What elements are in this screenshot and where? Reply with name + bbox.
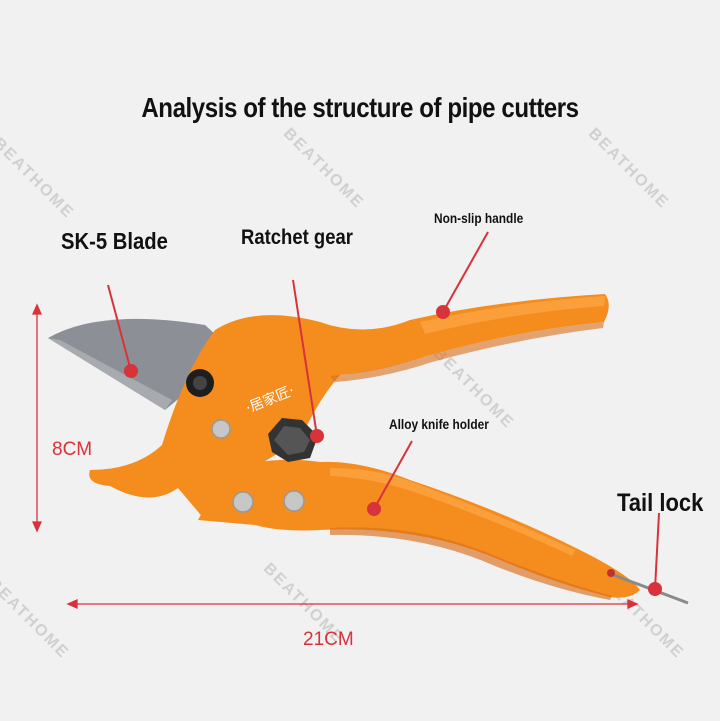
diagram-title: Analysis of the structure of pipe cutter… (141, 92, 579, 123)
pointer-blade (107, 284, 132, 372)
pointer-holder (373, 440, 413, 510)
label-blade: SK-5 Blade (61, 228, 168, 254)
rivet (232, 491, 254, 513)
upper-handle-shape (89, 294, 609, 520)
pointer-ratchet (292, 279, 318, 437)
rivet (211, 419, 231, 439)
label-non-slip-handle: Non-slip handle (434, 210, 524, 226)
label-tail-lock: Tail lock (617, 489, 704, 517)
label-alloy-knife-holder: Alloy knife holder (389, 416, 489, 432)
label-ratchet-gear: Ratchet gear (241, 226, 353, 249)
lower-handle-shape (198, 459, 640, 598)
pointer-tail (654, 512, 660, 590)
pointer-handle (442, 231, 489, 313)
height-dimension-label: 8CM (52, 439, 93, 460)
rivet (283, 490, 305, 512)
length-dimension-label: 21CM (303, 629, 354, 650)
